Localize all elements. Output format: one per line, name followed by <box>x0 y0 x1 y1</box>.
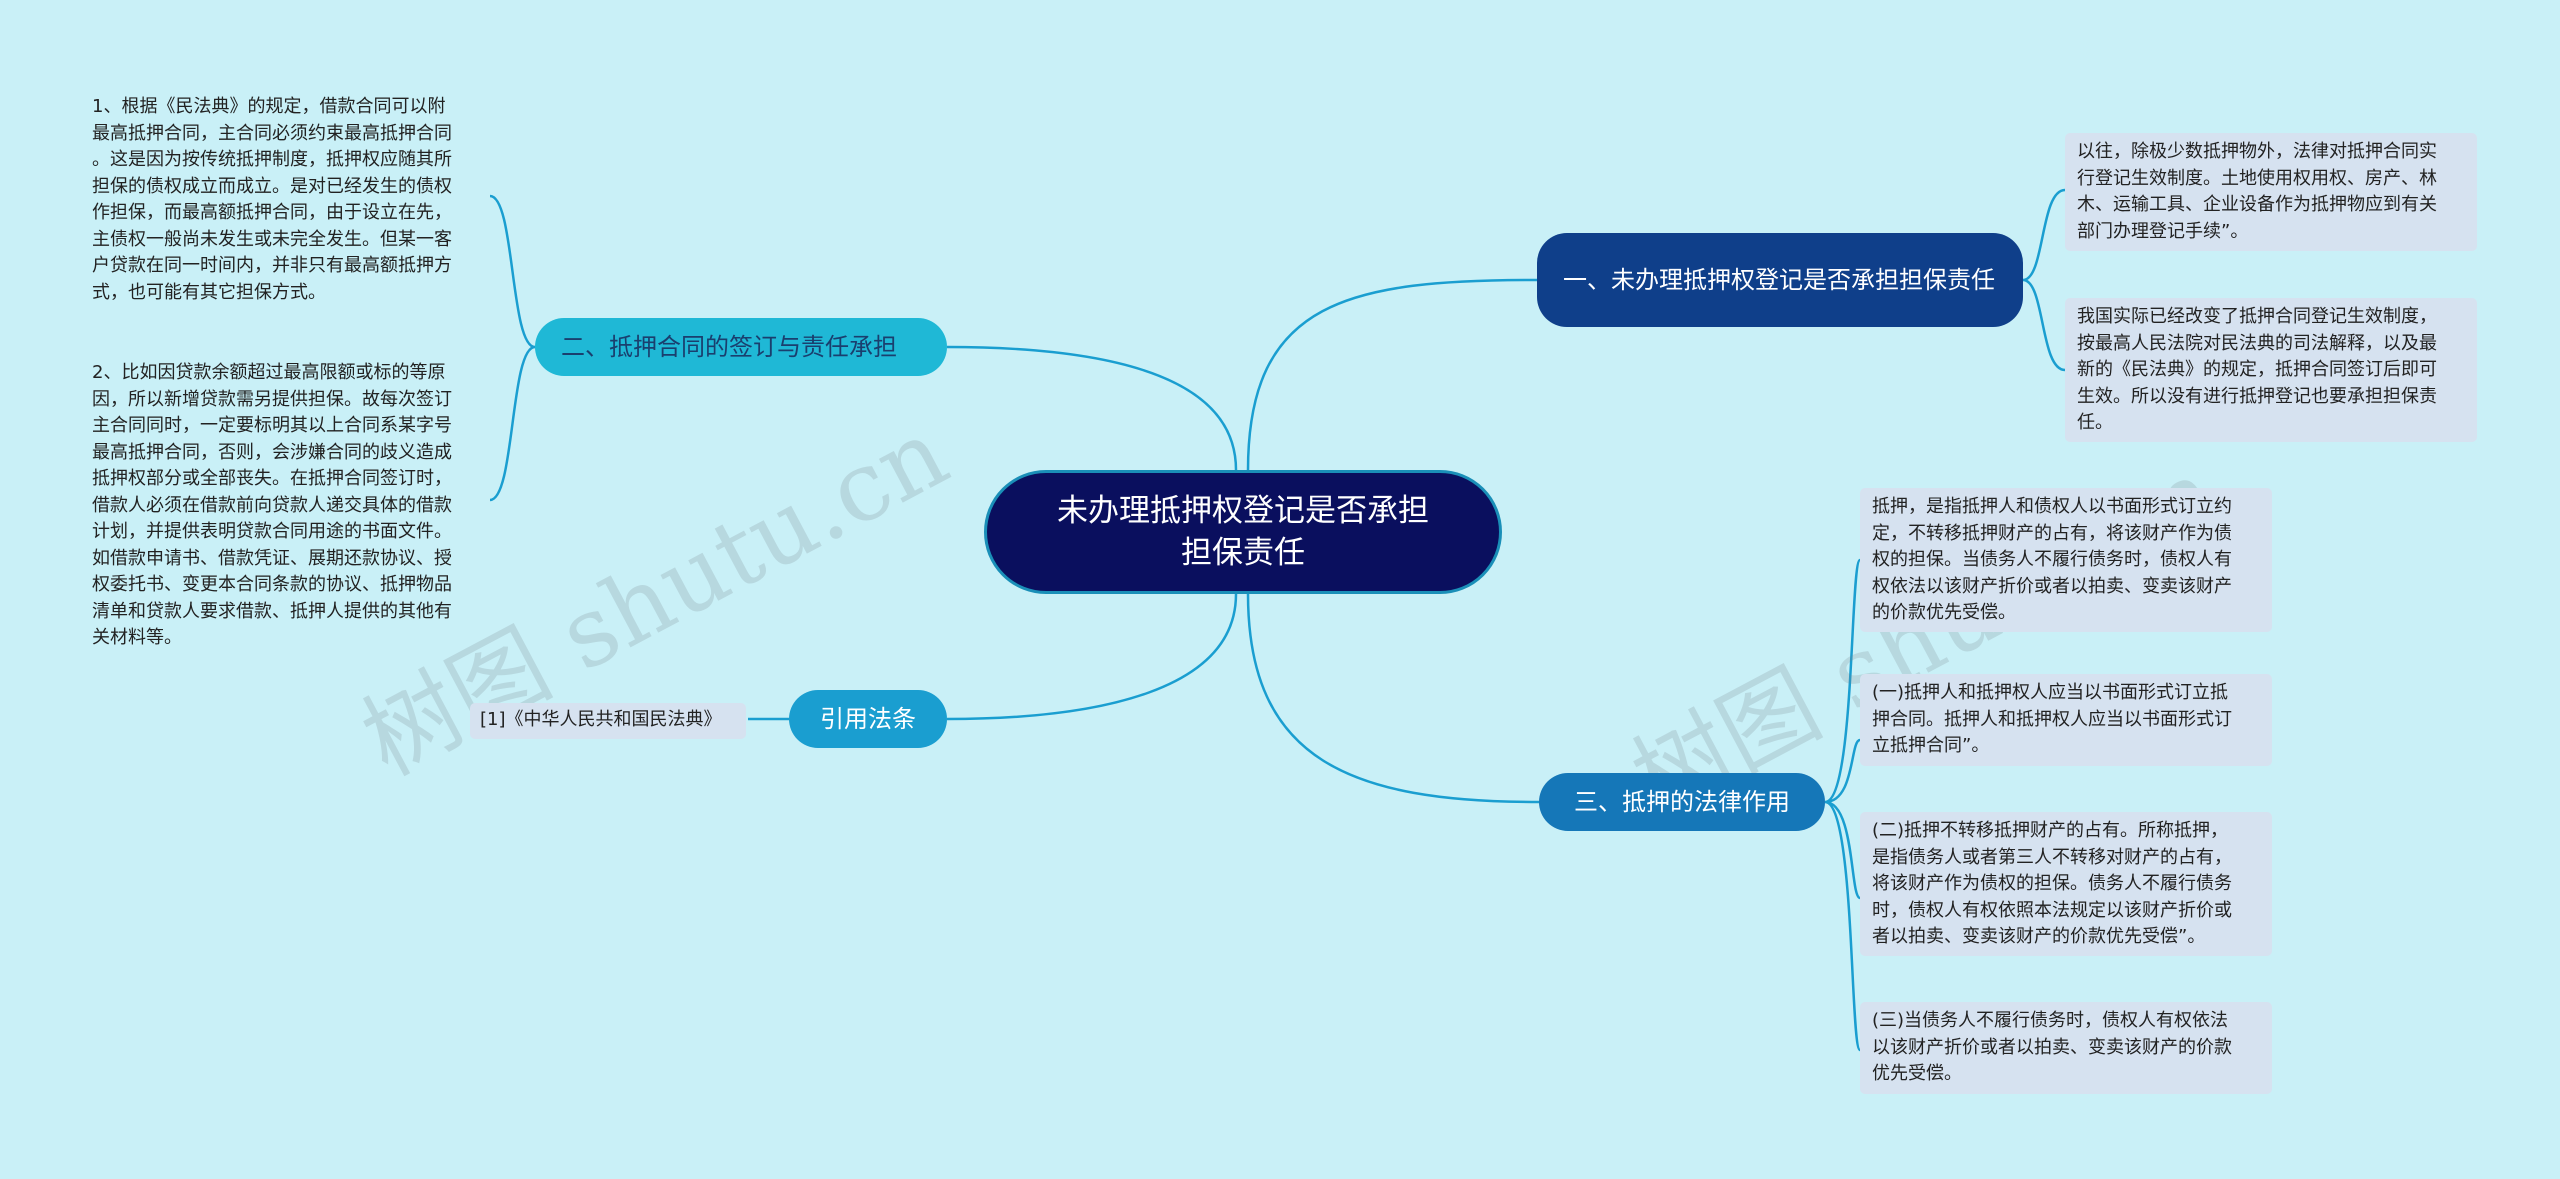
leaf-4-4[interactable]: (三)当债务人不履行债务时，债权人有权依法 以该财产折价或者以拍卖、变卖该财产的… <box>1860 1002 2272 1094</box>
branch-node-4[interactable]: 三、抵押的法律作用 <box>1539 773 1825 831</box>
link-root-b1 <box>1246 278 1538 471</box>
branch-3-label: 引用法条 <box>820 705 916 733</box>
leaf-2-1[interactable]: 1、根据《民法典》的规定，借款合同可以附 最高抵押合同，主合同必须约束最高抵押合… <box>92 96 452 303</box>
link-b1-leaves <box>2022 188 2066 372</box>
branch-4-label: 三、抵押的法律作用 <box>1574 788 1790 816</box>
branch-2-label: 二、抵押合同的签订与责任承担 <box>561 333 897 361</box>
branch-node-3[interactable]: 引用法条 <box>789 690 947 748</box>
branch-node-1[interactable]: 一、未办理抵押权登记是否承担担保责任 <box>1537 233 2023 327</box>
link-root-b4 <box>1246 593 1540 804</box>
root-node[interactable]: 未办理抵押权登记是否承担担保责任 <box>984 470 1502 594</box>
link-b4-leaves <box>1824 558 1862 1052</box>
leaf-4-3[interactable]: (二)抵押不转移抵押财产的占有。所称抵押， 是指债务人或者第三人不转移对财产的占… <box>1860 812 2272 956</box>
root-label: 未办理抵押权登记是否承担担保责任 <box>1057 493 1429 571</box>
link-root-b2 <box>946 345 1238 471</box>
leaf-4-2[interactable]: (一)抵押人和抵押权人应当以书面形式订立抵 押合同。抵押人和抵押权人应当以书面形… <box>1860 674 2272 766</box>
link-root-b3 <box>946 593 1238 721</box>
branch-1-label: 一、未办理抵押权登记是否承担担保责任 <box>1563 266 1995 294</box>
branch-node-2[interactable]: 二、抵押合同的签订与责任承担 <box>535 318 947 376</box>
leaf-1-2[interactable]: 我国实际已经改变了抵押合同登记生效制度， 按最高人民法院对民法典的司法解释，以及… <box>2065 298 2477 442</box>
leaf-3-1[interactable]: [1]《中华人民共和国民法典》 <box>470 703 746 739</box>
leaf-4-1[interactable]: 抵押，是指抵押人和债权人以书面形式订立约 定，不转移抵押财产的占有，将该财产作为… <box>1860 488 2272 632</box>
link-b2-leaves <box>489 194 536 502</box>
leaf-1-1[interactable]: 以往，除极少数抵押物外，法律对抵押合同实 行登记生效制度。土地使用权用权、房产、… <box>2065 133 2477 251</box>
leaf-2-2[interactable]: 2、比如因贷款余额超过最高限额或标的等原 因，所以新增贷款需另提供担保。故每次签… <box>92 362 452 648</box>
